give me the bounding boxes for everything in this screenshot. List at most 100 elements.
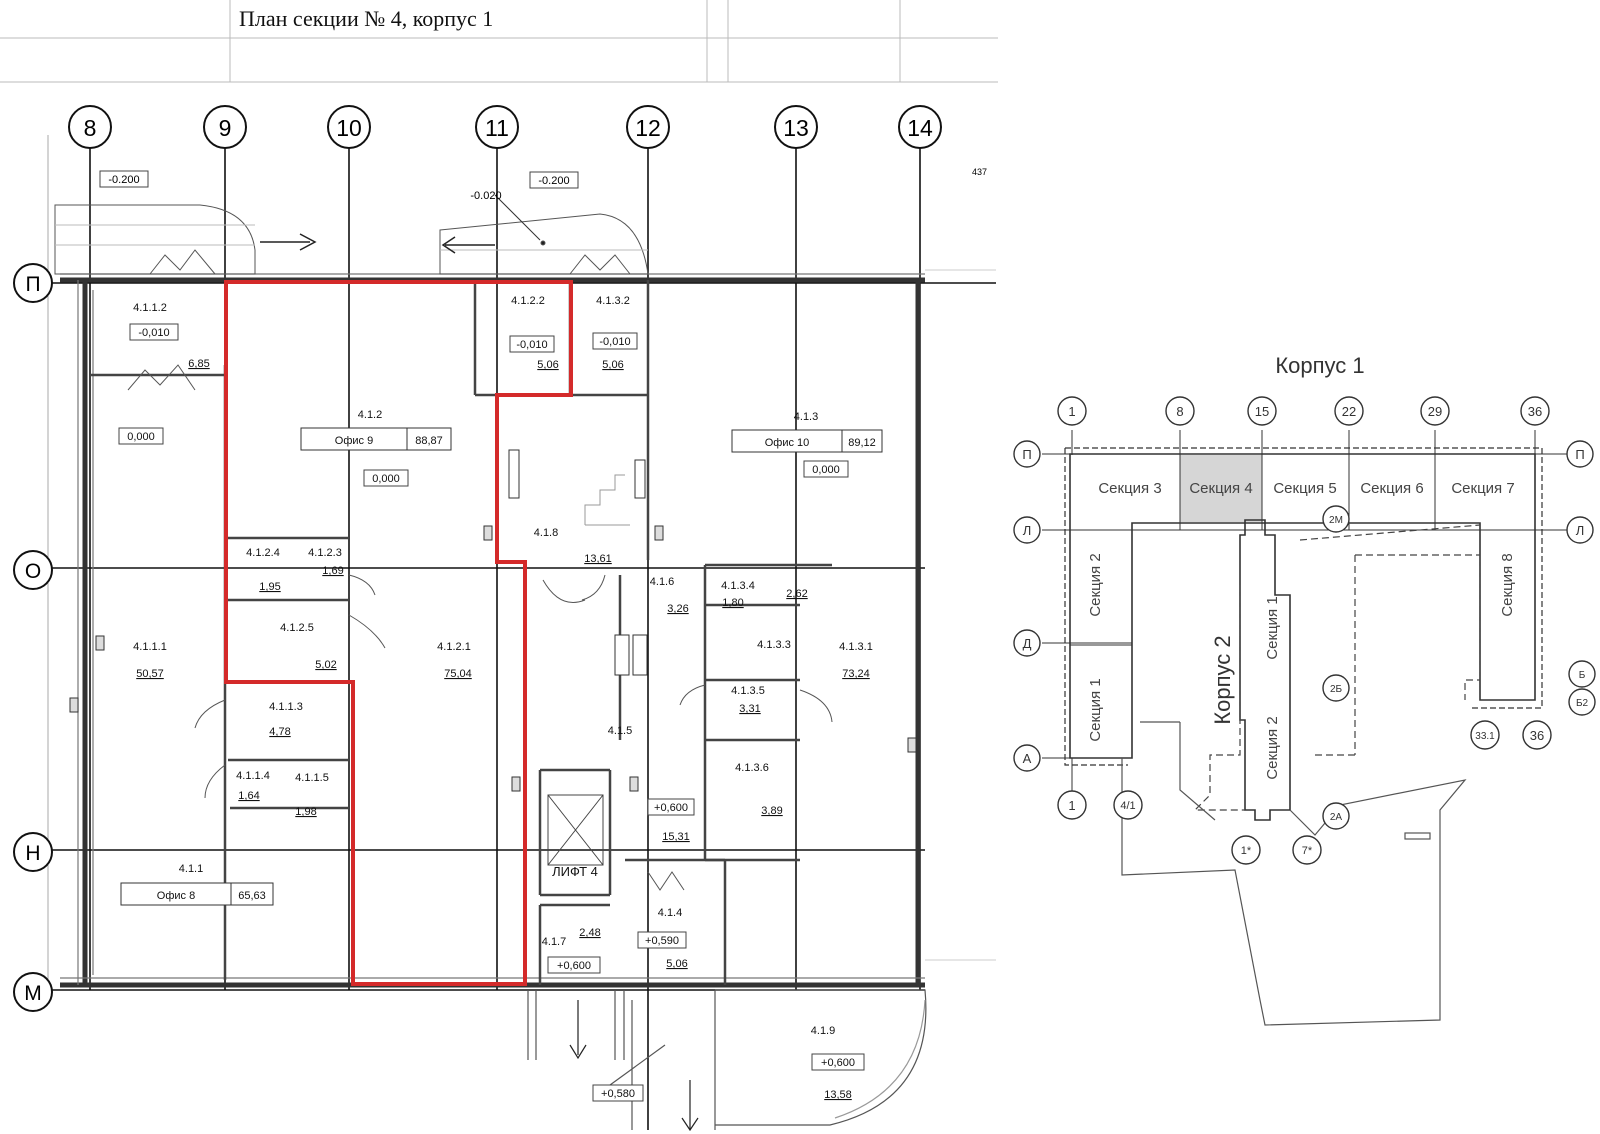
axis-label: 4/1 (1120, 800, 1135, 812)
lift-label: ЛИФТ 4 (552, 864, 598, 879)
room-level: -0,010 (138, 327, 169, 339)
highlighted-section (1180, 455, 1262, 522)
level-tag: -0.200 (108, 174, 139, 186)
room-area: 5,02 (315, 659, 336, 671)
room-level: +0,580 (601, 1088, 635, 1100)
level-tag: -0.200 (538, 175, 569, 187)
room-id: 4.1.4 (658, 907, 682, 919)
axis-bubble: 13 (774, 105, 818, 149)
room-name: Офис 8 (157, 890, 195, 902)
building2-dashed (1193, 524, 1481, 811)
room-id: 4.1.3.6 (735, 762, 769, 774)
axis-bubble: 10 (327, 105, 371, 149)
axis-label: Б2 (1576, 698, 1589, 709)
room-id: 4.1.1.3 (269, 701, 303, 713)
room-id: 4.1.2.3 (308, 547, 342, 559)
columns (69, 449, 917, 792)
building1-dashed (1064, 447, 1543, 766)
axis-label: 8 (84, 115, 97, 141)
axis-bubbles-vertical: 8 9 10 11 12 13 14 (68, 105, 942, 149)
axis-label: 8 (1176, 404, 1183, 419)
axis-label: 36 (1530, 728, 1544, 743)
edge-mark: 437 (972, 167, 987, 177)
room-id: 4.1.2.5 (280, 622, 314, 634)
axis-label: А (1023, 751, 1032, 766)
room-area: 6,85 (188, 358, 209, 370)
room-area: 1,80 (722, 597, 743, 609)
room-area: 1,95 (259, 581, 280, 593)
room-level: 0,000 (812, 464, 840, 476)
room-level: +0,600 (654, 802, 688, 814)
axis-label: 22 (1342, 404, 1356, 419)
room-level: +0,600 (557, 960, 591, 972)
axis-label: 10 (336, 115, 362, 141)
room-area: 2,48 (579, 927, 600, 939)
section-label: Секция 7 (1451, 480, 1514, 497)
room-id: 4.1.1.2 (133, 302, 167, 314)
section-label: Секция 2 (1264, 716, 1281, 779)
room-area: 3,26 (667, 603, 688, 615)
room-id: 4.1.1.4 (236, 770, 270, 782)
axis-label: 2А (1330, 812, 1343, 823)
room-id: 4.1.1 (179, 863, 203, 875)
room-area: 65,63 (238, 890, 266, 902)
axis-bubble: 9 (203, 105, 247, 149)
level-tag: -0.020 (470, 190, 501, 202)
key-section-labels: Секция 3 Секция 4 Секция 5 Секция 6 Секц… (1087, 480, 1516, 780)
axis-label: 13 (783, 115, 809, 141)
axis-label: 29 (1428, 404, 1442, 419)
axis-bubble: 8 (68, 105, 112, 149)
section-label: Секция 8 (1499, 553, 1516, 616)
room-area: 50,57 (136, 668, 164, 680)
room-id: 4.1.3.3 (757, 639, 791, 651)
axis-label: Б (1579, 670, 1586, 681)
key-axis-labels: 1 8 15 22 29 36 П Л Д А П Л 2М 2Б 2А 1* … (1022, 404, 1588, 857)
key-axis-bubbles (1013, 396, 1596, 865)
room-id: 4.1.8 (534, 527, 558, 539)
building2-outline (1239, 519, 1291, 821)
axis-label: 1* (1241, 845, 1252, 857)
axis-label: Л (1023, 523, 1032, 538)
room-area: 4,78 (269, 726, 290, 738)
room-id: 4.1.1.1 (133, 641, 167, 653)
room-id: 4.1.6 (650, 576, 674, 588)
room-id: 4.1.1.5 (295, 772, 329, 784)
key-plan-title: Корпус 1 (1275, 353, 1364, 378)
room-id: 4.1.3.2 (596, 295, 630, 307)
axis-bubble: П (13, 263, 53, 303)
section-label: Секция 6 (1360, 480, 1423, 497)
axis-label: Н (25, 842, 40, 865)
room-level: +0,600 (821, 1057, 855, 1069)
room-id: 4.1.2.1 (437, 641, 471, 653)
room-area: 1,98 (295, 806, 316, 818)
room-area: 5,06 (602, 359, 623, 371)
axis-label: П (25, 273, 40, 296)
bottom-porch (527, 989, 927, 1132)
section-label: Секция 3 (1098, 480, 1161, 497)
lift-shaft (547, 794, 604, 866)
axis-bubble: М (13, 972, 53, 1012)
axis-label: 1 (1068, 798, 1075, 813)
section-label: Секция 1 (1087, 678, 1104, 741)
room-name: Офис 9 (335, 435, 373, 447)
floor-plan: 8 9 10 11 12 13 14 П О Н М 437 -0.200 -0… (13, 105, 996, 1132)
stair (584, 474, 630, 526)
axis-label: 12 (635, 115, 661, 141)
axis-label: П (1575, 447, 1584, 462)
axis-bubbles-horizontal: П О Н М (13, 263, 53, 1012)
room-id: 4.1.3.1 (839, 641, 873, 653)
doors (127, 364, 833, 891)
axis-bubble: 11 (475, 105, 519, 149)
room-name: Офис 10 (765, 437, 810, 449)
axis-bubble: О (13, 550, 53, 590)
axis-label: 9 (219, 115, 232, 141)
room-area: 15,31 (662, 831, 690, 843)
room-id: 4.1.2 (358, 409, 382, 421)
room-id: 4.1.3.4 (721, 580, 755, 592)
level-tags: -0.200 -0.020 -0.200 (99, 170, 579, 202)
axis-bubble: Н (13, 832, 53, 872)
axis-label: 15 (1255, 404, 1269, 419)
axis-label: Л (1576, 523, 1585, 538)
room-area: 89,12 (848, 437, 876, 449)
